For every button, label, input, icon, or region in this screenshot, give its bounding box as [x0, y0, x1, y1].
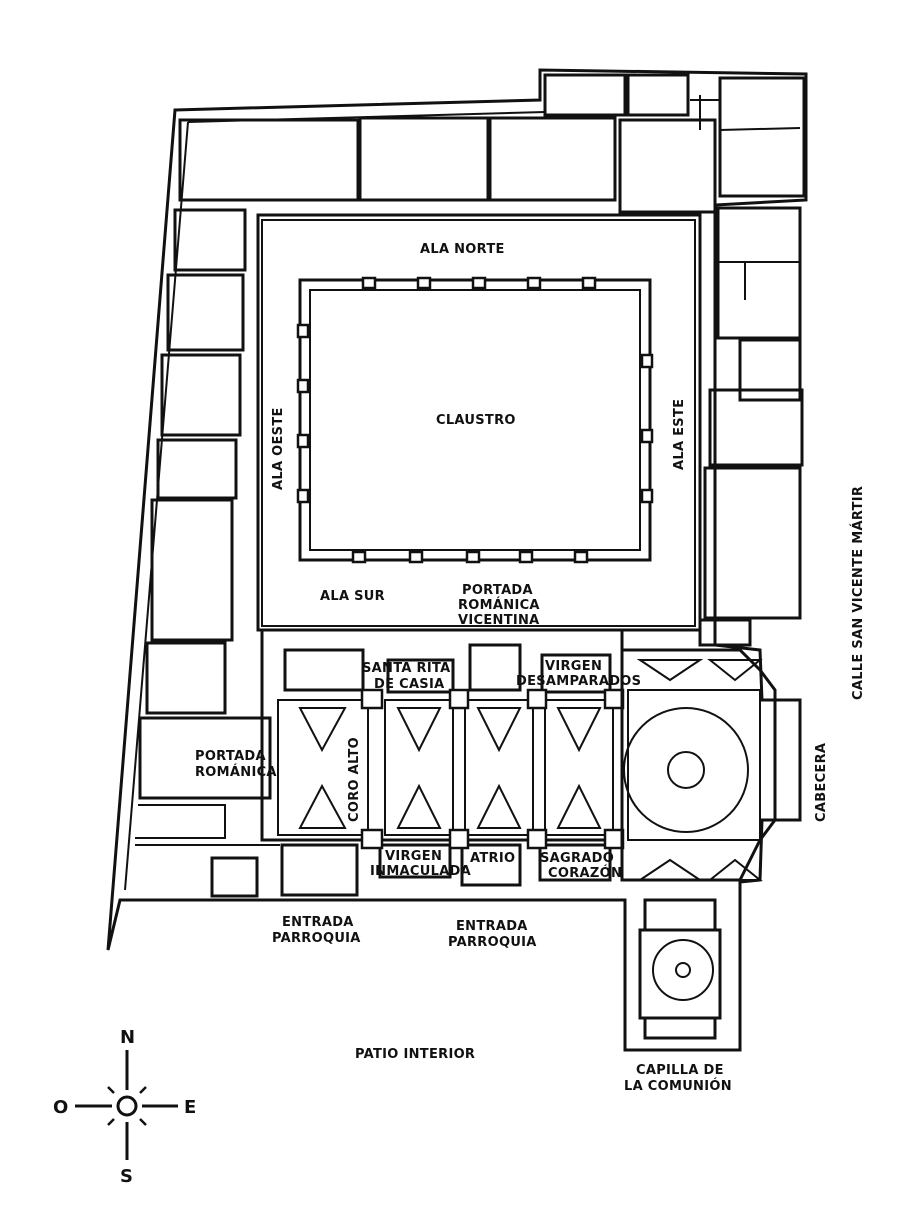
label-santa-rita-2: DE CASIA — [374, 677, 444, 692]
cloister-courtyard — [296, 276, 654, 564]
label-claustro: CLAUSTRO — [436, 413, 516, 428]
label-ala-sur: ALA SUR — [320, 589, 385, 604]
chapel-communion — [638, 898, 722, 1040]
label-patio-interior: PATIO INTERIOR — [355, 1047, 475, 1062]
label-portada-vicentina-3: VICENTINA — [458, 613, 540, 628]
label-entrada-parroquia-b-1: ENTRADA — [456, 919, 528, 934]
label-entrada-parroquia-a-2: PARROQUIA — [272, 931, 361, 946]
label-capilla-2: LA COMUNIÓN — [624, 1078, 732, 1094]
label-portada-romanica-2: ROMÁNICA — [195, 764, 277, 780]
label-cabecera: CABECERA — [814, 743, 829, 822]
cloister-galleries — [256, 213, 702, 632]
label-sagrado-corazon-2: CORAZÓN — [548, 865, 622, 881]
label-calle: CALLE SAN VICENTE MÁRTIR — [850, 486, 866, 700]
label-virgen-inmaculada-1: VIRGEN — [385, 849, 442, 864]
label-portada-vicentina-1: PORTADA — [462, 583, 533, 598]
label-ala-este: ALA ESTE — [672, 399, 687, 470]
plan-labels: ALA NORTE CLAUSTRO ALA OESTE ALA ESTE AL… — [195, 242, 866, 1094]
label-virgen-desamparados-1: VIRGEN — [545, 659, 602, 674]
label-sagrado-corazon-1: SAGRADO — [540, 851, 614, 866]
label-virgen-inmaculada-2: INMACULADA — [370, 864, 471, 879]
outer-walls — [106, 68, 808, 1052]
label-virgen-desamparados-2: DESAMPARADOS — [516, 674, 641, 689]
compass-east: E — [184, 1097, 196, 1118]
label-portada-vicentina-2: ROMÁNICA — [458, 597, 540, 613]
compass-rose: N S O E — [53, 1027, 196, 1187]
label-entrada-parroquia-a-1: ENTRADA — [282, 915, 354, 930]
compass-south: S — [120, 1166, 133, 1187]
compass-west: O — [53, 1097, 68, 1118]
label-ala-oeste: ALA OESTE — [271, 407, 286, 490]
label-atrio: ATRIO — [470, 851, 515, 866]
label-coro-alto: CORO ALTO — [347, 737, 362, 822]
label-santa-rita-1: SANTA RITA — [362, 661, 451, 676]
label-ala-norte: ALA NORTE — [420, 242, 505, 257]
crossing — [620, 648, 777, 882]
label-entrada-parroquia-b-2: PARROQUIA — [448, 935, 537, 950]
label-portada-romanica-1: PORTADA — [195, 749, 266, 764]
compass-north: N — [120, 1027, 135, 1048]
label-capilla-1: CAPILLA DE — [636, 1063, 724, 1078]
